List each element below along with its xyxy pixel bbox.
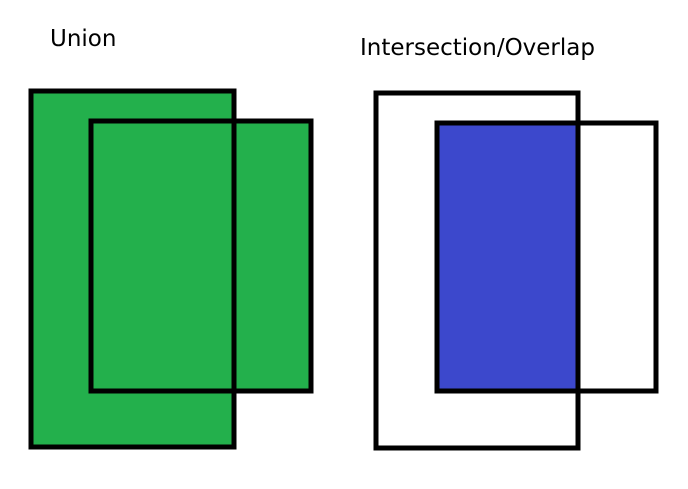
union-box-a-outline xyxy=(28,88,237,450)
union-box-b-outline xyxy=(88,118,314,394)
intersection-panel xyxy=(373,90,659,451)
union-filled-area-right xyxy=(234,121,311,391)
union-label: Union xyxy=(50,26,117,52)
intersection-filled-area xyxy=(437,123,578,391)
intersection-box-a-outline xyxy=(373,90,581,451)
union-panel xyxy=(28,88,314,450)
union-filled-area xyxy=(31,91,234,447)
intersection-box-b-outline xyxy=(434,120,659,394)
intersection-label: Intersection/Overlap xyxy=(360,35,595,61)
